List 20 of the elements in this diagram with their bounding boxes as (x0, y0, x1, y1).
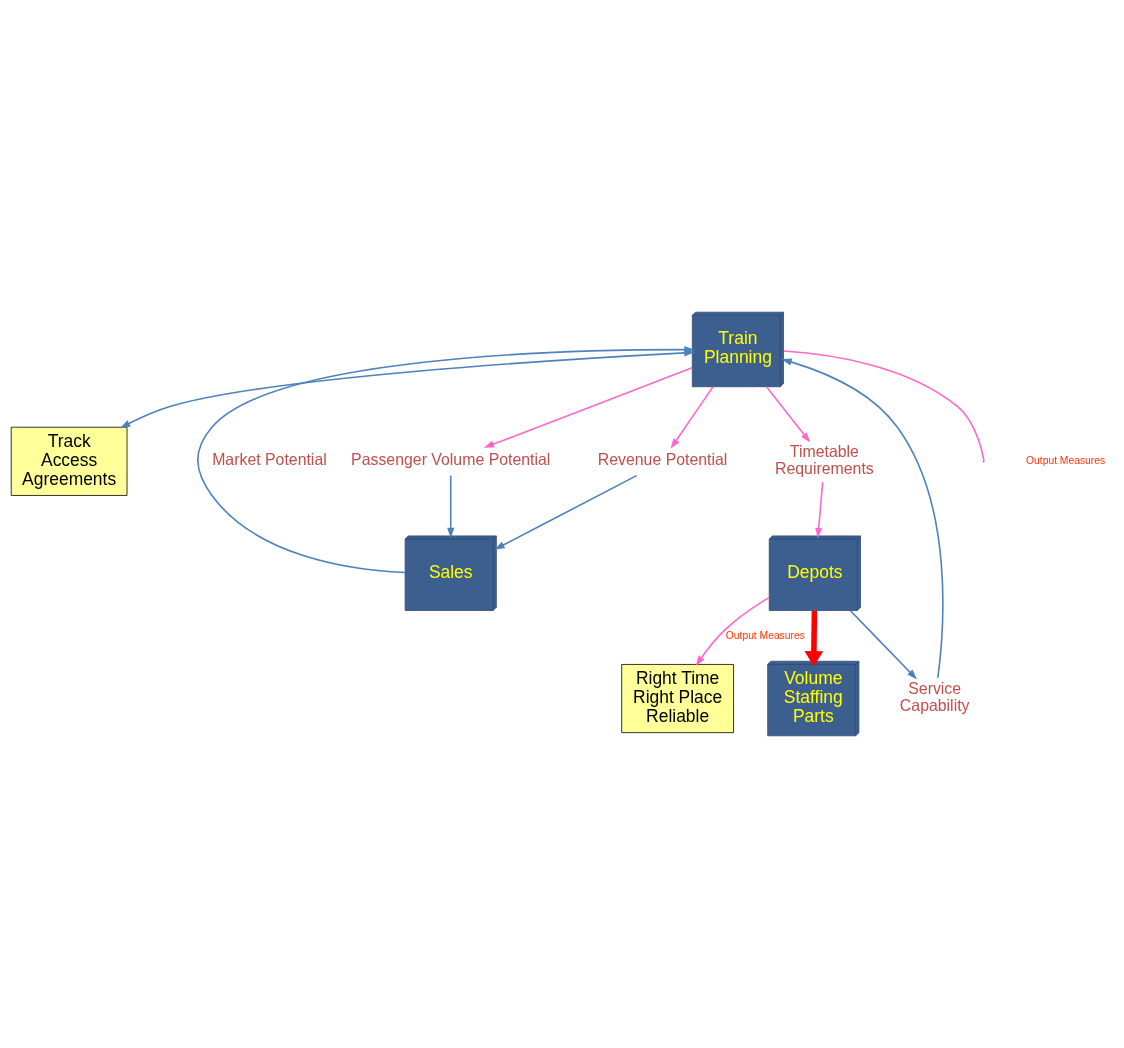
arrow (483, 367, 693, 448)
arrow (695, 596, 770, 667)
node-text: Service Capability (899, 679, 970, 715)
node-text: Passenger Volume Potential (351, 451, 551, 469)
node-text: Timetable Requirements (775, 442, 874, 478)
edge-label: Market Potential (212, 451, 327, 469)
node-text: Revenue Potential (597, 451, 728, 469)
label: Output Measures (1026, 455, 1106, 467)
connector (782, 350, 985, 462)
arrow (815, 481, 824, 539)
arrow (849, 610, 917, 680)
arrow (670, 386, 714, 449)
arrow (804, 610, 824, 667)
arrow (447, 474, 455, 539)
arrow (765, 386, 811, 443)
node-box: Right Time Right Place Reliable (621, 664, 734, 734)
arrow (494, 474, 638, 550)
edge-label: Output Measures (725, 629, 805, 641)
node-box: Track Access Agreements (10, 426, 128, 496)
arrow (781, 358, 944, 679)
